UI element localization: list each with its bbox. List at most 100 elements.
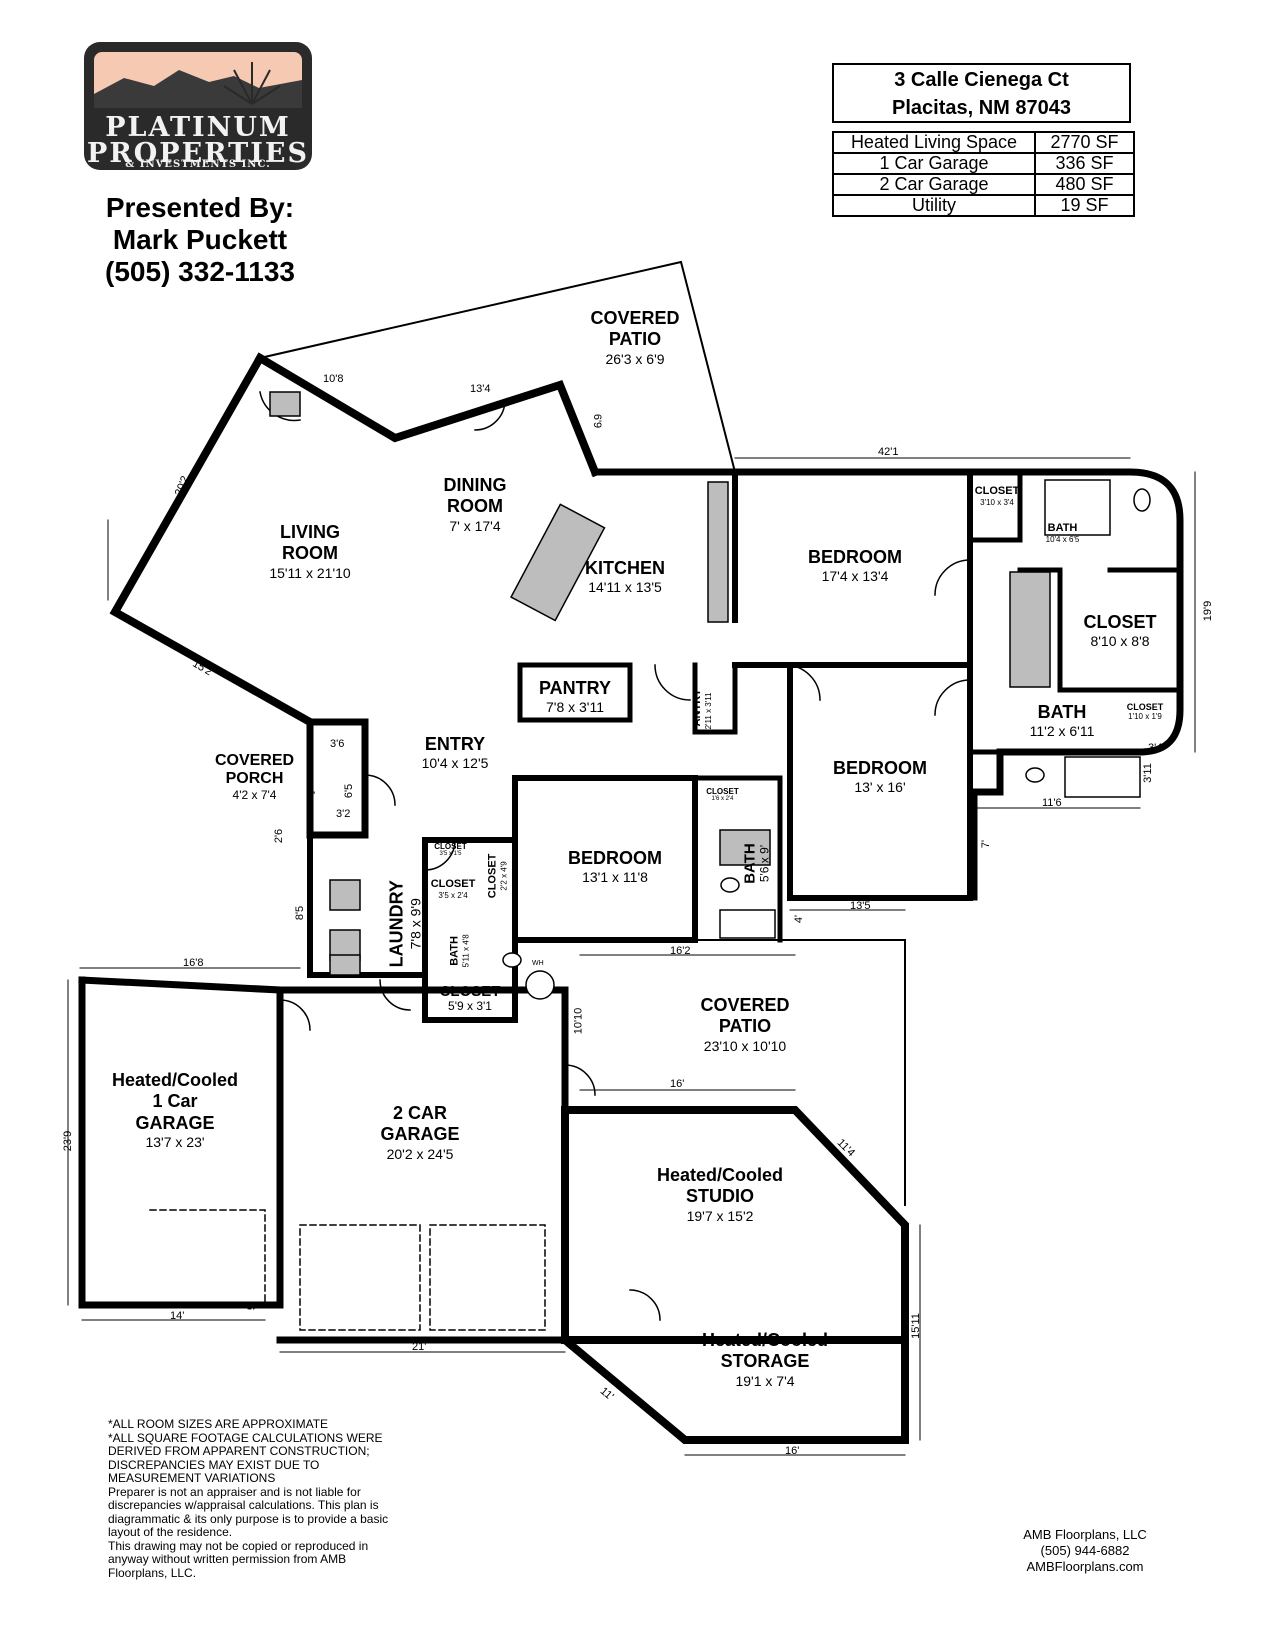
room-bedroom-east: BEDROOM 13' x 16' bbox=[833, 758, 927, 796]
measurement: 21' bbox=[412, 1341, 427, 1353]
two-car-garage-walls bbox=[276, 986, 569, 1344]
bedroom-interior-walls bbox=[732, 469, 973, 901]
measurement: 16' bbox=[670, 1078, 685, 1090]
measurement: 5' bbox=[246, 1301, 259, 1311]
measurement: 7' bbox=[980, 839, 993, 849]
room-closet-c: CLOSET 3'5 x 2'4 bbox=[430, 878, 476, 900]
room-pantry-small: PANTRY 2'11 x 3'11 bbox=[691, 688, 713, 733]
measurement: 3'4 bbox=[1148, 742, 1163, 754]
room-one-car-garage: Heated/Cooled 1 Car GARAGE 13'7 x 23' bbox=[111, 1070, 239, 1151]
water-heater-label: WH bbox=[532, 960, 544, 967]
room-studio: Heated/Cooled STUDIO 19'7 x 15'2 bbox=[656, 1165, 784, 1224]
room-kitchen: KITCHEN 14'11 x 13'5 bbox=[585, 558, 665, 596]
bath-c-vanity bbox=[719, 829, 771, 866]
address-box: 3 Calle Cienega Ct Placitas, NM 87043 bbox=[832, 63, 1131, 123]
dining-room-wall bbox=[254, 352, 601, 478]
room-laundry: LAUNDRY 7'8 x 9'9 bbox=[386, 880, 424, 968]
credit-website: AMBFloorplans.com bbox=[1026, 1559, 1144, 1574]
measurement: 4' bbox=[793, 914, 806, 924]
measurement: 6'9 bbox=[591, 413, 604, 429]
measurement: 3'6 bbox=[330, 738, 345, 750]
logo-line-2: PROPERTIES bbox=[87, 138, 309, 169]
sf-value: 336 SF bbox=[1034, 152, 1135, 175]
measurement: 42'1 bbox=[878, 446, 899, 458]
kitchen-counter bbox=[707, 481, 729, 623]
measurement: 19'9 bbox=[1202, 600, 1215, 622]
garage-door-outlines bbox=[299, 1224, 546, 1331]
sf-label: 2 Car Garage bbox=[832, 173, 1036, 196]
disclaimer-line: DERIVED FROM APPARENT CONSTRUCTION; bbox=[108, 1444, 370, 1458]
disclaimer-line: layout of the residence. bbox=[108, 1525, 233, 1539]
measurement: 13'4 bbox=[470, 383, 491, 395]
measurement: 16'8 bbox=[183, 957, 204, 969]
logo-line-1: PLATINUM bbox=[105, 112, 291, 143]
measurement: 3'11 bbox=[1141, 763, 1154, 783]
measurement: 16' bbox=[785, 1445, 800, 1457]
living-room-wall bbox=[109, 352, 316, 728]
disclaimer-line: DISCREPANCIES MAY EXIST DUE TO bbox=[108, 1457, 320, 1472]
fixtures bbox=[269, 391, 1141, 976]
logo-mountain-graphic bbox=[94, 52, 302, 108]
room-covered-patio-south: COVERED PATIO 23'10 x 10'10 bbox=[700, 995, 790, 1054]
disclaimer-line: This drawing may not be copied or reprod… bbox=[108, 1538, 369, 1553]
room-covered-patio-north: COVERED PATIO 26'3 x 6'9 bbox=[590, 308, 680, 367]
measurement: 2'6 bbox=[273, 828, 286, 844]
credit-company: AMB Floorplans, LLC bbox=[1023, 1527, 1147, 1542]
room-closet-e: CLOSET 1'6 x 2'4 bbox=[706, 787, 739, 803]
room-entry: ENTRY 10'4 x 12'5 bbox=[421, 734, 489, 772]
master-vanity bbox=[1009, 571, 1051, 688]
sf-label: Heated Living Space bbox=[832, 131, 1036, 154]
measurement: 10'8 bbox=[323, 373, 344, 385]
disclaimer-line: anyway without written permission from A… bbox=[108, 1552, 347, 1566]
disclaimer-text: *ALL ROOM SIZES ARE APPROXIMATE *ALL SQU… bbox=[108, 1417, 438, 1580]
company-logo: PLATINUM PROPERTIES & INVESTMENTS INC. bbox=[84, 42, 312, 170]
address-street: 3 Calle Cienega Ct bbox=[894, 69, 1069, 91]
pantry-small-walls bbox=[692, 662, 738, 735]
presenter-phone: (505) 332-1133 bbox=[105, 256, 295, 287]
room-bedroom-center: BEDROOM 13'1 x 11'8 bbox=[568, 848, 662, 886]
laundry-walls bbox=[307, 832, 428, 978]
measurement: 23'9 bbox=[62, 1130, 75, 1152]
measurement: 4' bbox=[307, 790, 316, 802]
measurement: 6'5 bbox=[343, 783, 356, 799]
measurement: 13'5 bbox=[850, 900, 871, 912]
room-bedroom-northeast: BEDROOM 17'4 x 13'4 bbox=[808, 547, 902, 585]
room-covered-porch: COVERED PORCH 4'2 x 7'4 bbox=[214, 752, 295, 802]
measurement: 8'5 bbox=[294, 905, 307, 921]
address-city: Placitas, NM 87043 bbox=[892, 97, 1071, 119]
measurement: 10'10 bbox=[572, 1007, 585, 1035]
presenter-name: Mark Puckett bbox=[112, 224, 288, 255]
presenter-block: Presented By: Mark Puckett (505) 332-113… bbox=[60, 192, 340, 288]
master-tub bbox=[1044, 479, 1111, 536]
room-closet-a: CLOSET 3'5 x 1'5 bbox=[434, 842, 467, 858]
disclaimer-line: Preparer is not an appraiser and is not … bbox=[108, 1484, 361, 1499]
logo-line-3: & INVESTMENTS INC. bbox=[125, 159, 271, 170]
water-heater bbox=[525, 970, 555, 1000]
room-hall-bath: BATH 5'11 x 4'8 bbox=[448, 934, 471, 968]
disclaimer-line: *ALL ROOM SIZES ARE APPROXIMATE bbox=[108, 1417, 329, 1431]
presenter-heading: Presented By: bbox=[105, 192, 295, 223]
room-living: LIVING ROOM 15'11 x 21'10 bbox=[269, 522, 351, 581]
dryer bbox=[329, 954, 361, 976]
room-master-bath-top: BATH 10'4 x 6'5 bbox=[1045, 522, 1080, 544]
room-closet-b: CLOSET 2'2 x 4'9 bbox=[486, 853, 509, 899]
room-pantry: PANTRY 7'8 x 3'11 bbox=[539, 678, 611, 716]
room-dining: DINING ROOM 7' x 17'4 bbox=[443, 475, 507, 534]
disclaimer-line: MEASUREMENT VARIATIONS bbox=[108, 1471, 276, 1485]
disclaimer-line: Floorplans, LLC. bbox=[108, 1565, 197, 1580]
sf-value: 19 SF bbox=[1034, 194, 1135, 217]
north-exterior-wall bbox=[591, 468, 1184, 796]
disclaimer-line: *ALL SQUARE FOOTAGE CALCULATIONS WERE bbox=[108, 1430, 383, 1445]
bath-c-tub bbox=[719, 909, 776, 939]
covered-patio-outline bbox=[258, 260, 737, 474]
sf-value: 2770 SF bbox=[1034, 131, 1135, 154]
disclaimer-line: discrepancies w/appraisal calculations. … bbox=[108, 1498, 379, 1512]
measurement: 11'6 bbox=[1042, 797, 1062, 809]
room-master-closet: CLOSET 8'10 x 8'8 bbox=[1083, 612, 1157, 650]
